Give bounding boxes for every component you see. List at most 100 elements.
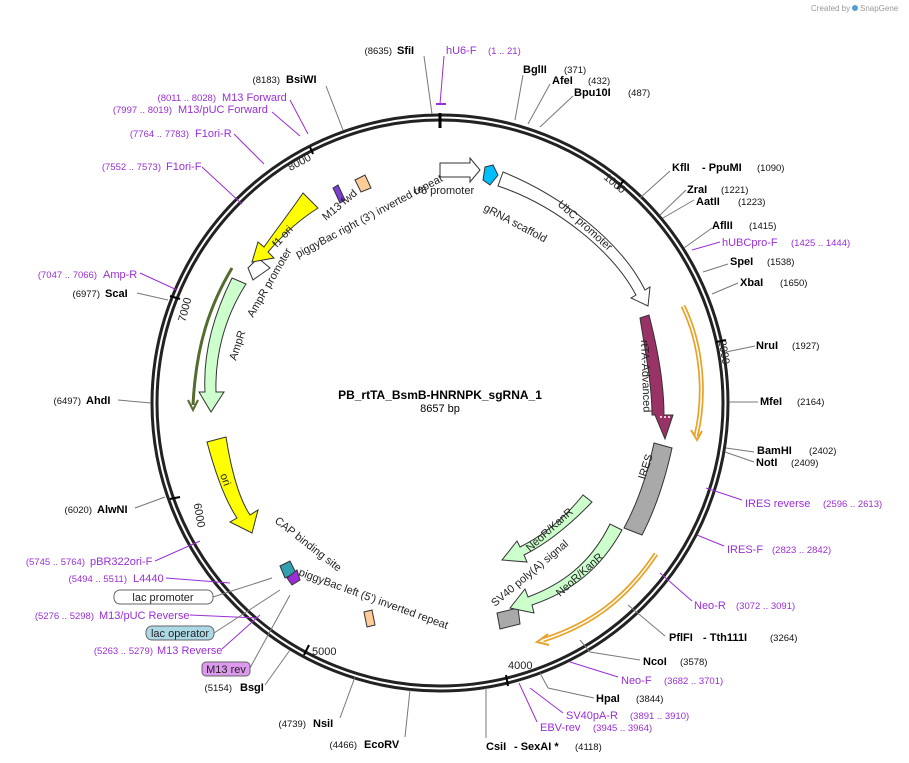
- svg-text:6000: 6000: [191, 502, 207, 528]
- site-aatii[interactable]: AatII (1223): [662, 196, 765, 219]
- svg-text:(5745 .. 5764): (5745 .. 5764): [26, 557, 85, 568]
- svg-text:(1927): (1927): [792, 341, 819, 352]
- site-kfli-ppumi[interactable]: KflI - PpuMI (1090): [639, 162, 784, 199]
- primer-m13-forward[interactable]: (8011 .. 8028) M13 Forward: [158, 92, 309, 135]
- site-scai[interactable]: (6977) ScaI: [73, 288, 169, 301]
- primer-amp-r[interactable]: (7047 .. 7066) Amp-R: [38, 269, 178, 291]
- svg-text:(1425 .. 1444): (1425 .. 1444): [791, 238, 850, 249]
- svg-text:hU6-F: hU6-F: [446, 45, 477, 57]
- svg-text:(1 .. 21): (1 .. 21): [488, 46, 521, 57]
- site-bpu10i[interactable]: Bpu10I (487): [539, 87, 650, 128]
- feature-piggybac-left[interactable]: piggyBac left (5') inverted repeat: [297, 567, 450, 632]
- primer-f1ori-r[interactable]: (7764 .. 7783) F1ori-R: [130, 128, 265, 165]
- svg-text:(7997 .. 8019): (7997 .. 8019): [113, 105, 172, 116]
- site-pflfi-tth111i[interactable]: PflFI - Tth111I (3264): [627, 604, 797, 644]
- primer-ires-reverse[interactable]: IRES reverse (2596 .. 2613): [705, 487, 882, 510]
- svg-text:7000: 7000: [176, 296, 194, 323]
- svg-text:(5276 .. 5298): (5276 .. 5298): [35, 611, 94, 622]
- primer-hubcpro-f[interactable]: hUBCpro-F (1425 .. 1444): [691, 237, 850, 251]
- svg-text:rTetR: rTetR: [660, 345, 673, 372]
- svg-text:(432): (432): [588, 76, 610, 87]
- svg-text:AmpR: AmpR: [227, 329, 248, 362]
- svg-text:UbC promoter: UbC promoter: [555, 198, 615, 253]
- svg-text:EcoRV: EcoRV: [364, 739, 400, 751]
- site-noti[interactable]: NotI (2409): [724, 451, 818, 469]
- plasmid-size: 8657 bp: [420, 403, 460, 415]
- site-xbai[interactable]: XbaI (1650): [711, 277, 807, 295]
- site-nsii[interactable]: (4739) NsiI: [279, 676, 356, 730]
- site-ncoi[interactable]: NcoI (3578): [579, 639, 707, 668]
- svg-text:HpaI: HpaI: [596, 693, 620, 705]
- label-lac-promoter[interactable]: lac promoter: [113, 577, 273, 605]
- site-spei[interactable]: SpeI (1538): [702, 256, 794, 273]
- feature-f1-ori[interactable]: f1 ori: [251, 192, 319, 263]
- svg-text:M13 Forward: M13 Forward: [222, 92, 287, 104]
- feature-piggybac-right[interactable]: piggyBac right (3') inverted repeat: [294, 173, 445, 261]
- svg-text:U6 promoter: U6 promoter: [413, 185, 474, 197]
- site-ahdi[interactable]: (6497) AhdI: [54, 395, 152, 407]
- feature-ori[interactable]: ori: [206, 436, 259, 534]
- svg-text:F1ori-R: F1ori-R: [195, 128, 232, 140]
- primer-m13-reverse[interactable]: (5263 .. 5279) M13 Reverse: [94, 614, 261, 657]
- feature-u6-promoter[interactable]: U6 promoter: [413, 156, 481, 197]
- feature-ires[interactable]: IRES: [623, 442, 673, 536]
- svg-text:(371): (371): [564, 65, 586, 76]
- site-zrai[interactable]: ZraI (1221): [659, 184, 748, 216]
- svg-text:(5154): (5154): [205, 683, 232, 694]
- feature-orf-right: [680, 304, 704, 437]
- primer-ebv-rev[interactable]: EBV-rev (3945 .. 3964): [518, 682, 652, 734]
- site-aflii[interactable]: AflII (1415): [683, 220, 776, 249]
- label-m13-rev[interactable]: M13 rev: [201, 594, 291, 677]
- primer-hu6-f[interactable]: hU6-F (1 .. 21): [436, 45, 521, 105]
- svg-text:- Tth111I: - Tth111I: [703, 632, 747, 644]
- site-afei[interactable]: AfeI (432): [527, 75, 610, 125]
- svg-text:ZraI: ZraI: [687, 184, 707, 196]
- svg-text:(1221): (1221): [721, 185, 748, 196]
- site-csii-sexai[interactable]: CsiI - SexAI * (4118): [485, 688, 602, 753]
- site-sfii[interactable]: (8635) SfiI: [365, 45, 433, 115]
- svg-text:(4466): (4466): [330, 740, 357, 751]
- svg-text:NotI: NotI: [756, 457, 777, 469]
- primer-ires-f[interactable]: IRES-F (2823 .. 2842): [696, 534, 831, 556]
- credit-brand: SnapGene: [860, 4, 899, 13]
- svg-text:IRES-F: IRES-F: [727, 544, 763, 556]
- feature-ampr[interactable]: AmpR: [187, 267, 248, 413]
- svg-text:AhdI: AhdI: [86, 395, 110, 407]
- svg-text:(7764 .. 7783): (7764 .. 7783): [130, 129, 189, 140]
- primer-m13-puc-forward[interactable]: (7997 .. 8019) M13/pUC Forward: [113, 104, 301, 137]
- site-ecorv[interactable]: (4466) EcoRV: [330, 689, 411, 751]
- primer-neo-f[interactable]: Neo-F (3682 .. 3701): [569, 661, 723, 687]
- site-bamhi[interactable]: BamHI (2402): [725, 445, 836, 457]
- site-alwni[interactable]: (6020) AlwNI: [65, 496, 166, 516]
- svg-text:M13 rev: M13 rev: [206, 664, 246, 676]
- site-bsiwi[interactable]: (8183) BsiWI: [253, 74, 344, 131]
- svg-text:(2164): (2164): [797, 397, 824, 408]
- primer-f1ori-f[interactable]: (7552 .. 7573) F1ori-F: [102, 161, 243, 205]
- primer-l4440[interactable]: (5494 .. 5511) L4440: [69, 573, 231, 585]
- svg-text:MfeI: MfeI: [760, 396, 782, 408]
- primer-sv40pa-r[interactable]: SV40pA-R (3891 .. 3910): [529, 687, 689, 722]
- site-bsgi[interactable]: (5154) BsgI: [205, 649, 291, 694]
- site-hpai[interactable]: HpaI (3844): [539, 672, 663, 705]
- svg-text:SV40pA-R: SV40pA-R: [566, 710, 618, 722]
- site-mfei[interactable]: MfeI (2164): [729, 396, 824, 408]
- svg-text:NruI: NruI: [756, 340, 778, 352]
- svg-text:(4739): (4739): [279, 719, 306, 730]
- svg-text:(3844): (3844): [636, 694, 663, 705]
- svg-text:(3891 .. 3910): (3891 .. 3910): [630, 711, 689, 722]
- primer-neo-r[interactable]: Neo-R (3072 .. 3091): [659, 572, 795, 612]
- svg-text:gRNA scaffold: gRNA scaffold: [482, 202, 549, 245]
- feature-rtta-advanced[interactable]: rTetR rtTA-Advanced: [638, 314, 674, 441]
- primer-m13-puc-reverse[interactable]: (5276 .. 5298) M13/pUC Reverse: [35, 610, 259, 622]
- svg-text:M13/pUC Reverse: M13/pUC Reverse: [99, 610, 189, 622]
- svg-text:KflI: KflI: [672, 162, 690, 174]
- svg-text:hUBCpro-F: hUBCpro-F: [722, 237, 778, 249]
- label-lac-operator[interactable]: lac operator: [145, 589, 281, 641]
- site-nrui[interactable]: NruI (1927): [725, 340, 819, 353]
- svg-text:(4118): (4118): [575, 742, 602, 753]
- primer-pbr322ori-f[interactable]: (5745 .. 5764) pBR322ori-F: [26, 540, 201, 568]
- site-bglii[interactable]: BglII (371): [514, 64, 586, 121]
- svg-text:1000: 1000: [601, 171, 627, 196]
